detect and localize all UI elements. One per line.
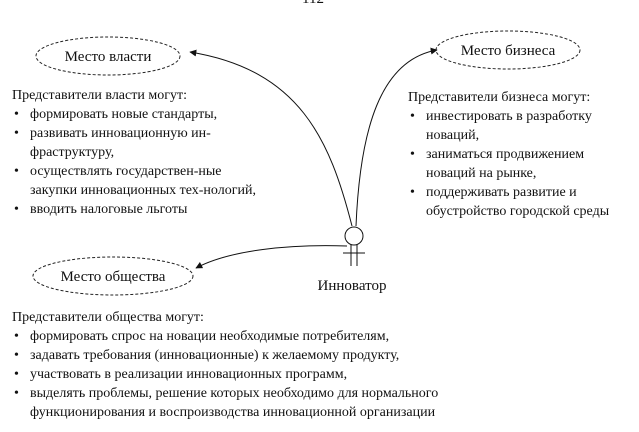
innovator-actor-icon	[343, 226, 365, 266]
place-business-label: Место бизнеса	[461, 43, 556, 59]
arrow-to-society	[195, 245, 348, 269]
place-power-ellipse	[35, 36, 181, 76]
society-list: формировать спрос на новации необходимые…	[12, 327, 512, 422]
arrow-to-business	[355, 47, 438, 227]
list-item: вводить налоговые льготы	[12, 200, 258, 219]
power-list: формировать новые стандарты, развивать и…	[12, 105, 258, 219]
list-item: формировать новые стандарты,	[12, 105, 258, 124]
page-number: 112	[302, 0, 324, 8]
business-list: инвестировать в разработку новаций, зани…	[408, 107, 630, 221]
list-item: задавать требования (инновационные) к же…	[12, 346, 512, 365]
society-heading: Представители общества могут:	[12, 310, 204, 325]
list-item: заниматься продвижением новаций на рынке…	[408, 145, 630, 183]
arrow-to-power	[189, 49, 353, 227]
list-item: выделять проблемы, решение которых необх…	[12, 384, 512, 422]
list-item: формировать спрос на новации необходимые…	[12, 327, 512, 346]
list-item: развивать инновационную ин-фраструктуру,	[12, 124, 258, 162]
society-block: Представители общества могут: формироват…	[12, 308, 512, 422]
business-block: Представители бизнеса могут: инвестирова…	[408, 88, 630, 221]
list-item: поддерживать развитие и обустройство гор…	[408, 183, 630, 221]
innovator-label: Инноватор	[318, 278, 387, 294]
list-item: осуществлять государствен-ные закупки ин…	[12, 162, 258, 200]
place-power-label: Место власти	[65, 49, 152, 65]
power-block: Представители власти могут: формировать …	[12, 86, 258, 219]
place-society-label: Место общества	[61, 269, 166, 285]
list-item: участвовать в реализации инновационных п…	[12, 365, 512, 384]
business-heading: Представители бизнеса могут:	[408, 90, 591, 105]
list-item: инвестировать в разработку новаций,	[408, 107, 630, 145]
power-heading: Представители власти могут:	[12, 88, 187, 103]
place-society-ellipse	[32, 256, 194, 296]
